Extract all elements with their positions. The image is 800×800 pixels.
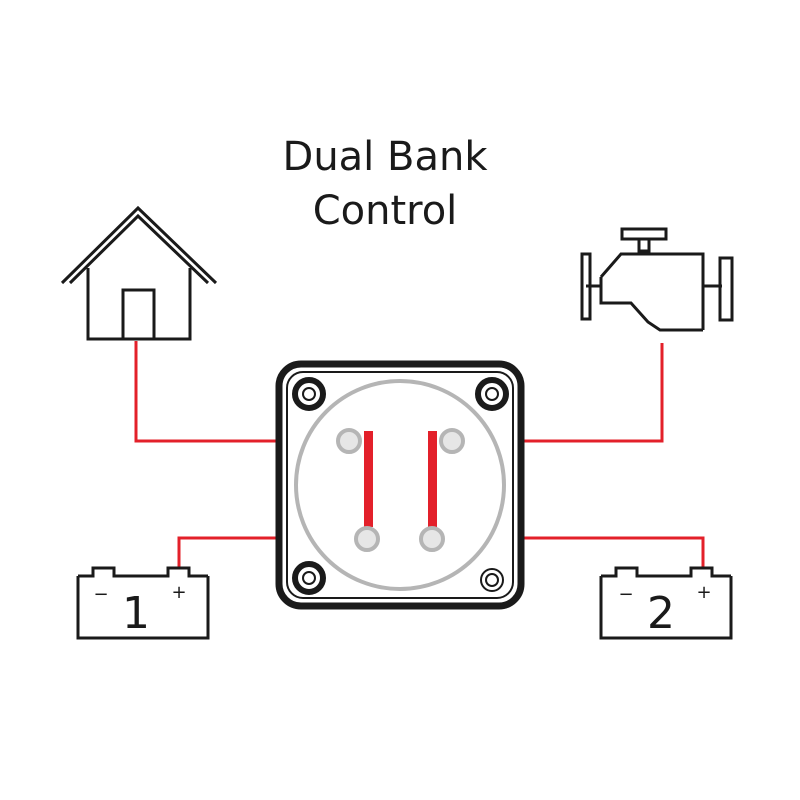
battery-1: − + 1: [76, 566, 210, 640]
screw-bottom-left: [292, 561, 326, 595]
screw-top-left: [292, 377, 326, 411]
battery-2-plus: +: [696, 582, 711, 603]
battery-2: − + 2: [599, 566, 733, 640]
house-icon: [60, 205, 218, 341]
switch-icon: [275, 360, 525, 610]
battery-1-minus: −: [93, 584, 108, 605]
battery-icon: [76, 566, 210, 640]
diagram-title-line-2: Control: [312, 188, 458, 234]
terminals: [336, 428, 465, 552]
terminal-bottom-right: [419, 526, 445, 552]
battery-1-number: 1: [122, 588, 150, 639]
battery-icon: [599, 566, 733, 640]
terminal-bottom-left: [354, 526, 380, 552]
terminal-top-left: [336, 428, 362, 454]
battery-1-plus: +: [171, 582, 186, 603]
engine-icon: [580, 227, 734, 332]
mounting-screws: [292, 377, 509, 595]
switch-bar-left: [364, 431, 373, 527]
screw-bottom-right: [480, 568, 504, 592]
switch-bar-right: [428, 431, 437, 527]
screw-top-right: [475, 377, 509, 411]
battery-2-minus: −: [618, 584, 633, 605]
terminal-top-right: [439, 428, 465, 454]
diagram-title-line-1: Dual Bank: [282, 134, 488, 180]
battery-2-number: 2: [647, 588, 675, 639]
